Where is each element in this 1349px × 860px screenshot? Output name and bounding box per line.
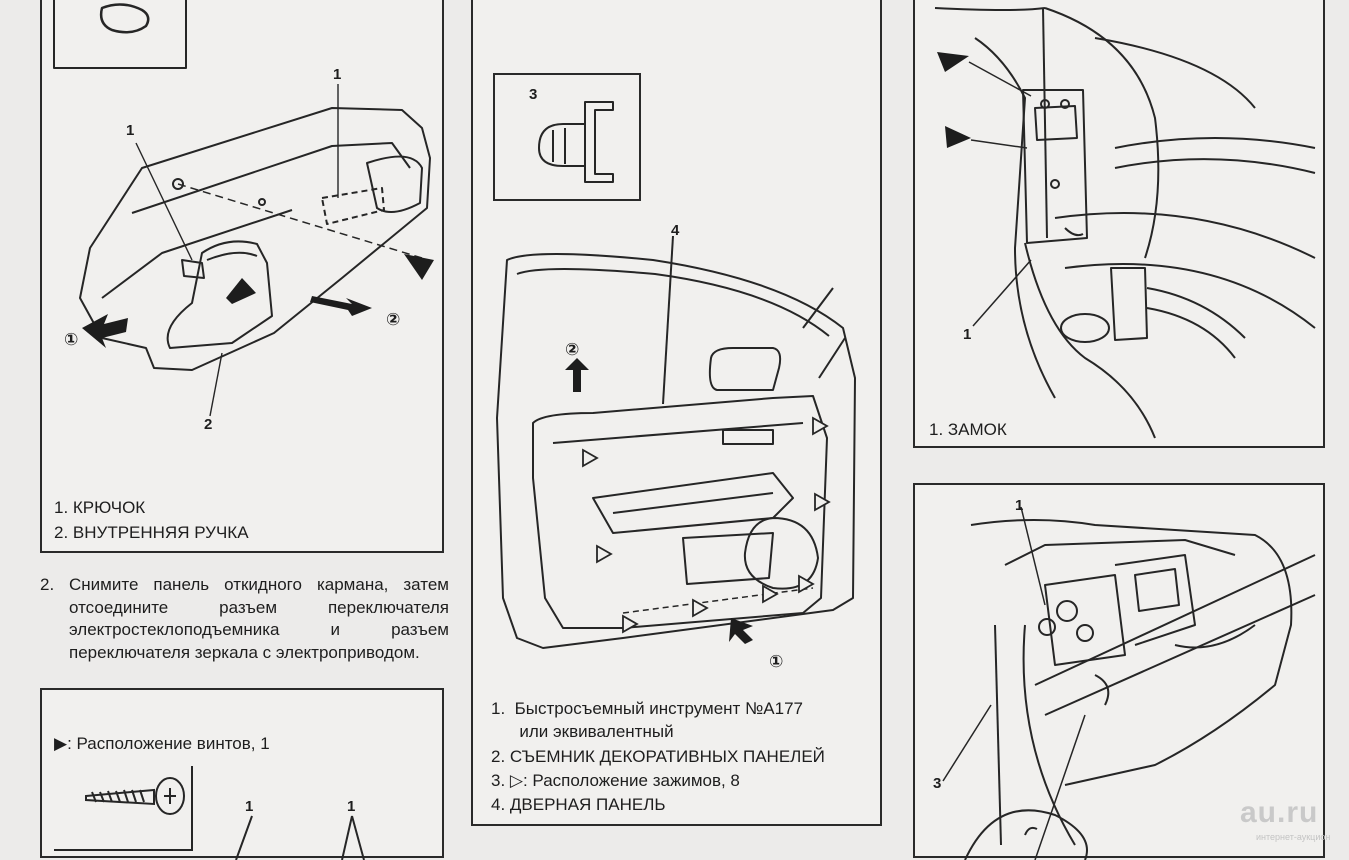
step-number: 2.: [40, 575, 55, 594]
callout-4-door-panel: 4: [671, 222, 680, 239]
step-text: Снимите панель откидного кармана, затем …: [69, 575, 449, 662]
door-panel-drawing: [496, 101, 856, 649]
callout-2-handle: 2: [204, 416, 213, 433]
legend-line-1b: или эквивалентный: [491, 722, 674, 741]
figure-hook-handle: 1 1 2 ① ② 1. КРЮЧОК 2. ВНУТРЕННЯЯ РУЧКА: [40, 0, 444, 553]
callout-1-screw-b: 1: [347, 798, 356, 815]
callout-3-rod: 3: [933, 775, 942, 792]
lock-drawing: [934, 7, 1316, 439]
legend-line-3: 3. ▷: Расположение зажимов, 8: [491, 771, 740, 790]
direction-circle-2: ②: [386, 310, 401, 329]
figure-lock: 1 1. ЗАМОК: [913, 0, 1325, 448]
lock-legend: 1. ЗАМОК: [929, 420, 1007, 439]
direction-circle-1: ①: [769, 652, 784, 671]
callout-1-screw-a: 1: [245, 798, 254, 815]
clip-inset: [493, 73, 641, 201]
legend-line-1: 1. КРЮЧОК: [54, 498, 146, 517]
legend-line-1: 1. Быстросъемный инструмент №A177: [491, 699, 804, 718]
figure-screw-locations: ▶: Расположение винтов, 1 1 1: [40, 688, 444, 860]
legend-line-2: 2. СЪЕМНИК ДЕКОРАТИВНЫХ ПАНЕЛЕЙ: [491, 747, 825, 766]
screw-legend: ▶: Расположение винтов, 1: [54, 734, 270, 753]
screw-drawing: [54, 766, 365, 860]
callout-1-mechanism: 1: [1015, 497, 1024, 514]
hook-handle-drawing: [53, 0, 434, 417]
callout-1-hook: 1: [126, 122, 135, 139]
direction-circle-2: ②: [565, 340, 580, 359]
direction-circle-1: ①: [64, 330, 79, 349]
figure-door-panel: 3: [471, 0, 882, 826]
lock-mechanism-drawing: [942, 506, 1316, 860]
watermark-tagline: интернет-аукцион: [1256, 832, 1331, 842]
figure-lock-mechanism: 1 3: [913, 483, 1325, 860]
callout-1-pocket: 1: [333, 66, 342, 83]
callout-3-clip: 3: [529, 86, 538, 103]
instruction-step-2: 2. Снимите панель откидного кармана, зат…: [40, 574, 450, 669]
callout-1-lock: 1: [963, 326, 972, 343]
legend-line-2: 2. ВНУТРЕННЯЯ РУЧКА: [54, 523, 249, 542]
legend-line-4: 4. ДВЕРНАЯ ПАНЕЛЬ: [491, 795, 666, 814]
watermark-logo: au.ru: [1240, 796, 1319, 829]
